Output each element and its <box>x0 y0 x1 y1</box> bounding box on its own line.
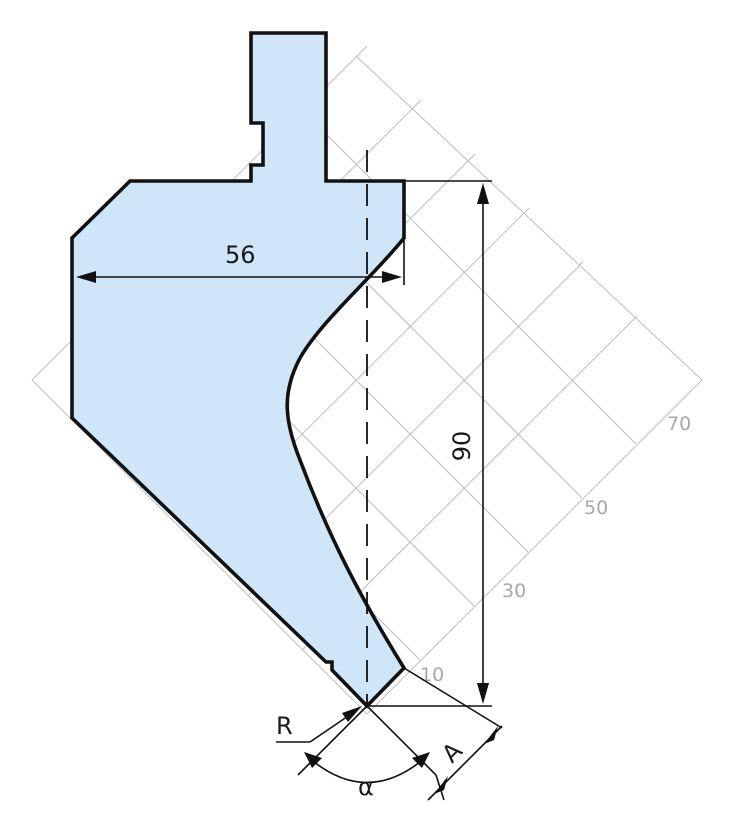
grid-scale-label-30: 30 <box>502 580 526 602</box>
grid-scale-label-50: 50 <box>584 497 608 519</box>
radius-callout <box>276 706 362 743</box>
height-dimension-label: 90 <box>448 431 476 462</box>
height-dimension <box>367 180 492 707</box>
grid-scale-label-10: 10 <box>420 664 444 686</box>
angle-dimension <box>297 705 437 784</box>
grid-scale-label-70: 70 <box>667 413 691 435</box>
width-dimension <box>76 181 405 285</box>
angle-label: α <box>358 773 374 801</box>
radius-label: R <box>276 712 293 740</box>
width-dimension-label: 56 <box>225 241 256 269</box>
tip-dimension <box>403 667 503 801</box>
tool-profile-shape <box>70 31 407 709</box>
